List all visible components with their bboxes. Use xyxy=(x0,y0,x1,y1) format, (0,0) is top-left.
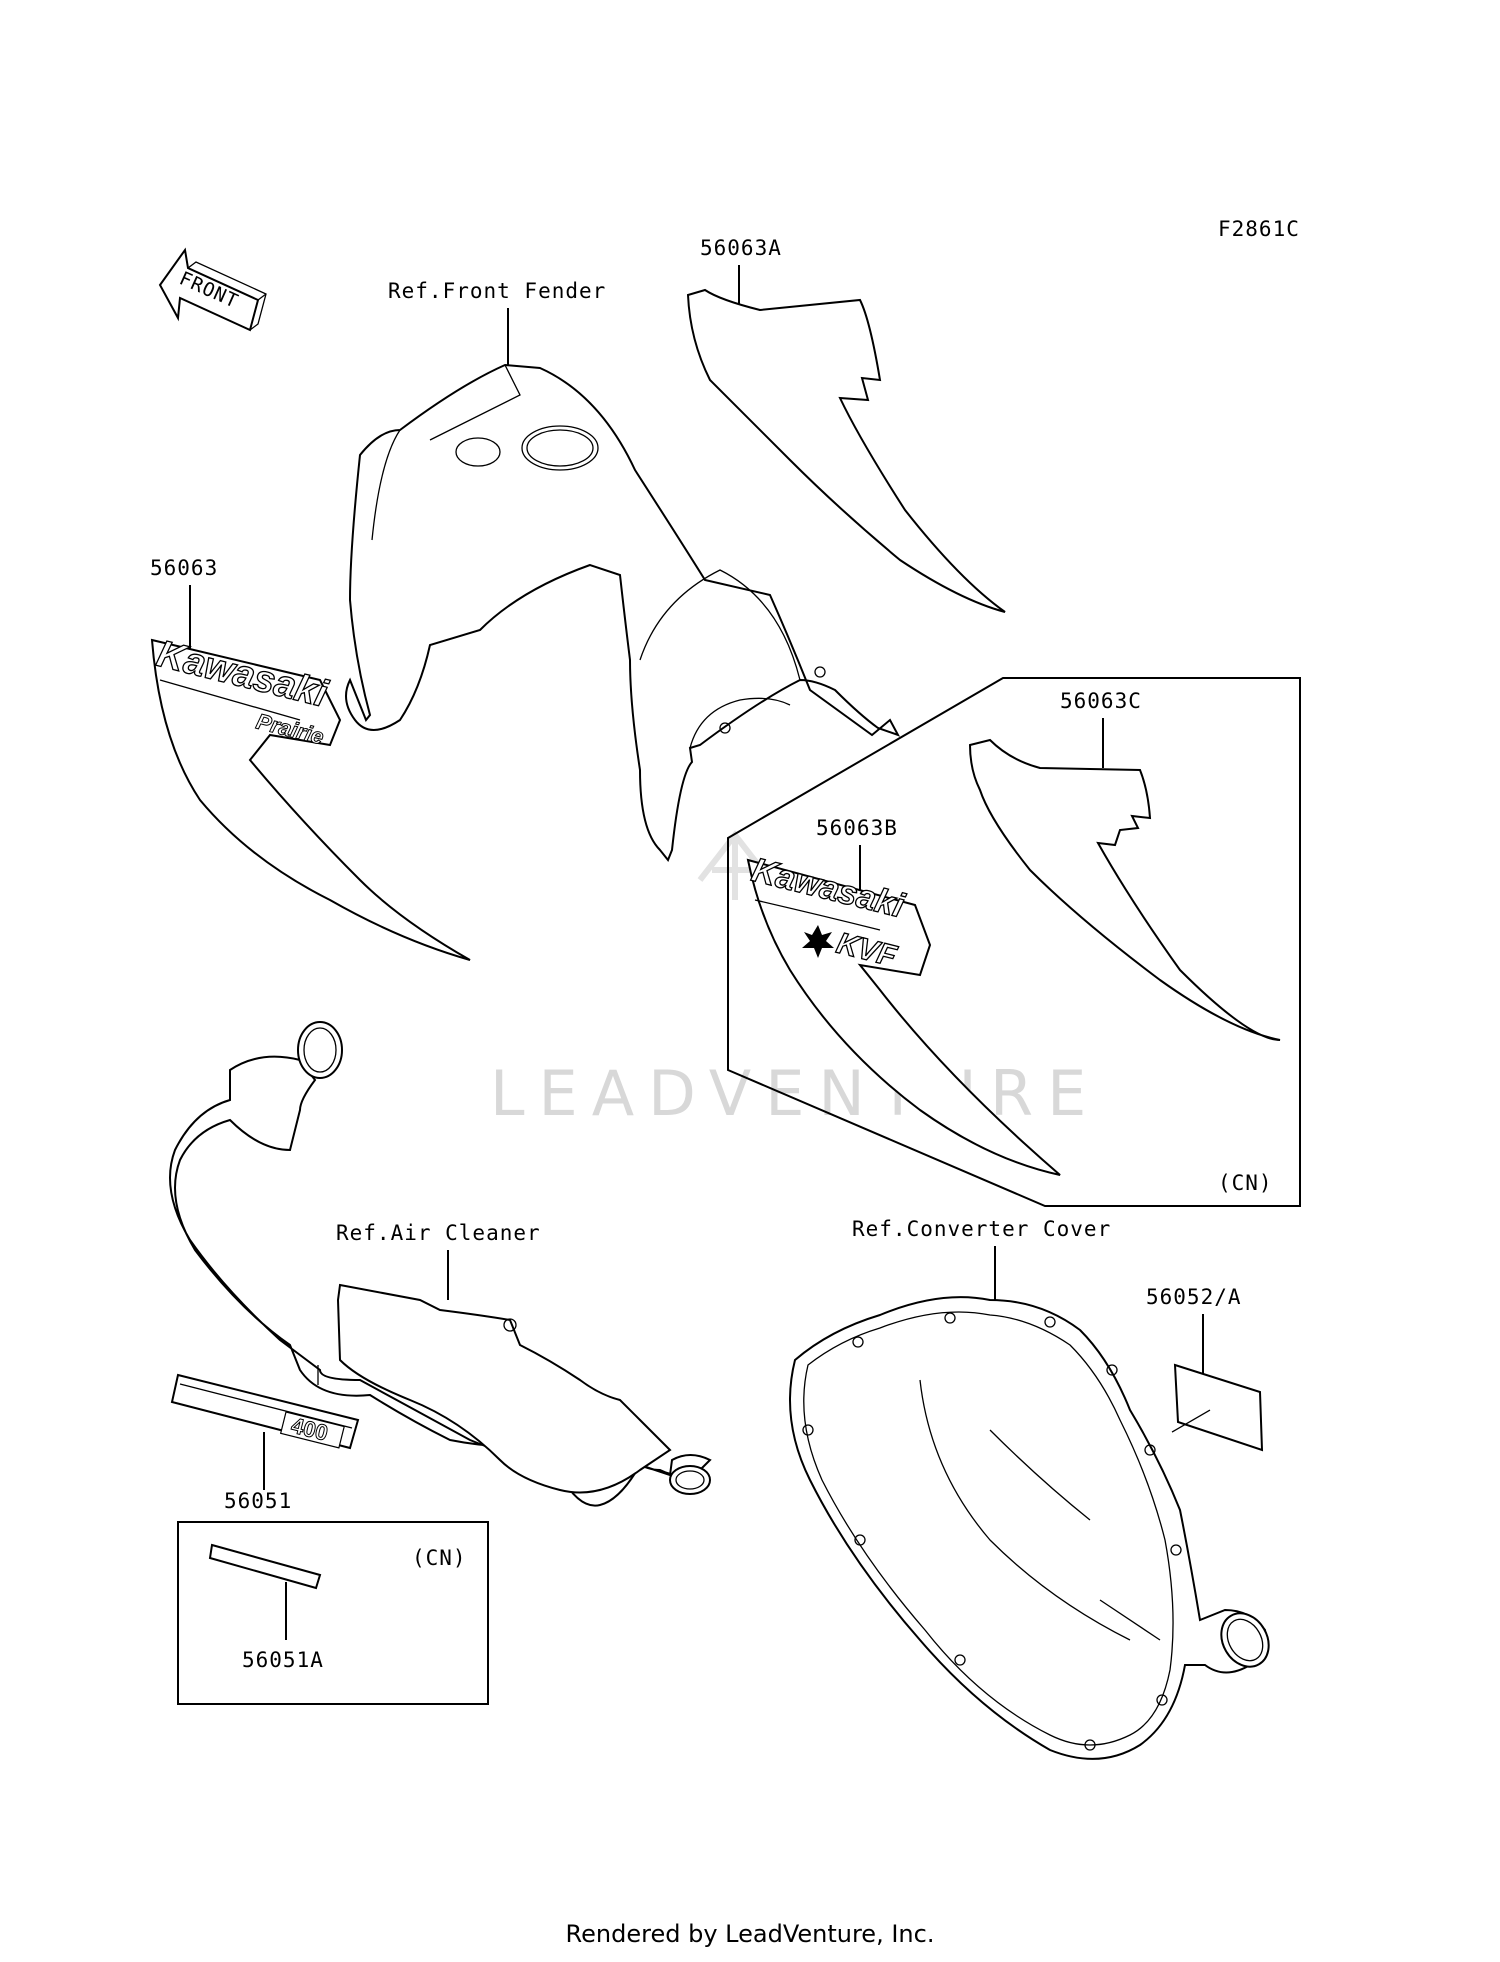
part-56052A-label: 56052/A xyxy=(1146,1285,1242,1309)
cn-decal-box: 56063C 56063B Kawasaki KVF (CN) xyxy=(727,677,1301,1207)
maple-leaf-icon xyxy=(802,925,834,958)
cn-label-right: (CN) xyxy=(1218,1171,1273,1195)
decal-400-box xyxy=(279,1411,345,1449)
ref-air-cleaner-label: Ref.Air Cleaner xyxy=(336,1221,541,1245)
cn-label-bottom: (CN) xyxy=(412,1546,467,1570)
decal-56052A: 56052/A xyxy=(1146,1285,1264,1452)
diagram-code: F2861C xyxy=(1218,217,1300,241)
decal-kvf-text: KVF xyxy=(833,927,900,974)
ref-converter-cover-label: Ref.Converter Cover xyxy=(852,1217,1111,1241)
decal-56063A: 56063A xyxy=(686,236,1006,613)
part-56063-label: 56063 xyxy=(150,556,218,580)
air-cleaner: Ref.Air Cleaner xyxy=(169,1021,712,1507)
ref-front-fender-label: Ref.Front Fender xyxy=(388,279,606,303)
part-56063A-label: 56063A xyxy=(700,236,782,260)
cn-box-56051A: (CN) 56051A xyxy=(177,1521,489,1705)
front-fender: Ref.Front Fender xyxy=(345,279,901,862)
converter-cover: Ref.Converter Cover xyxy=(789,1217,1270,1760)
watermark-text: LEADVENTURE xyxy=(490,1057,1100,1130)
part-56063B-label: 56063B xyxy=(816,816,898,840)
part-56063C-label: 56063C xyxy=(1060,689,1142,713)
part-56051-label: 56051 xyxy=(224,1489,292,1513)
decal-56051: 400 56051 xyxy=(170,1373,360,1513)
front-arrow-icon: FRONT xyxy=(158,247,267,332)
part-56051A-label: 56051A xyxy=(242,1648,324,1672)
footer-credit: Rendered by LeadVenture, Inc. xyxy=(565,1920,935,1948)
